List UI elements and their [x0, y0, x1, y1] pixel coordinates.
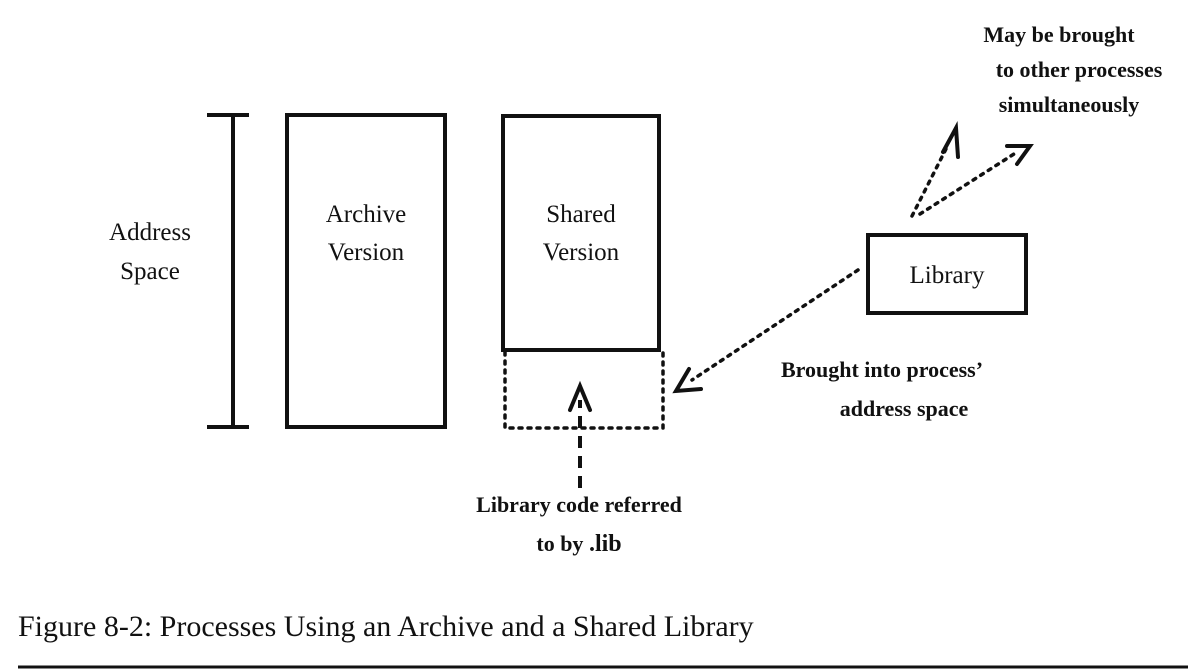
other-process-arrow-1-head	[941, 120, 960, 159]
brought-into-note-line1: Brought into process’	[781, 357, 983, 382]
library-label: Library	[910, 262, 985, 289]
other-process-arrow-1	[910, 143, 950, 218]
brought-into-note-line2: address space	[840, 396, 969, 421]
address-space-label-line2: Space	[120, 258, 180, 285]
address-space-bracket	[207, 113, 249, 429]
shared-version-label-line2: Version	[543, 239, 620, 266]
other-process-arrow-2-head	[1005, 144, 1034, 166]
simultaneous-note-line3: simultaneously	[999, 92, 1140, 117]
archive-version-box	[285, 113, 447, 429]
library-code-note-prefix: to by	[536, 531, 589, 556]
library-code-note-lib: .lib	[589, 531, 622, 557]
library-code-region	[503, 350, 665, 430]
simultaneous-note-line2: to other processes	[996, 57, 1163, 82]
simultaneous-note-line1: May be brought	[983, 22, 1135, 47]
archive-version-label-line1: Archive	[326, 201, 407, 228]
address-space-label-line1: Address	[109, 219, 191, 246]
brought-into-arrow-head	[672, 367, 703, 394]
library-code-note-line2: to by .lib	[536, 531, 621, 557]
library-code-note-line1: Library code referred	[476, 492, 682, 517]
brought-into-arrow	[690, 268, 860, 382]
library-box	[866, 233, 1028, 315]
library-code-pointer-head	[568, 380, 592, 412]
shared-version-box	[501, 114, 661, 352]
other-process-arrow-2	[918, 152, 1016, 216]
figure-caption: Figure 8-2: Processes Using an Archive a…	[18, 610, 754, 643]
archive-version-label-line2: Version	[328, 239, 405, 266]
shared-version-label-line1: Shared	[546, 201, 616, 228]
